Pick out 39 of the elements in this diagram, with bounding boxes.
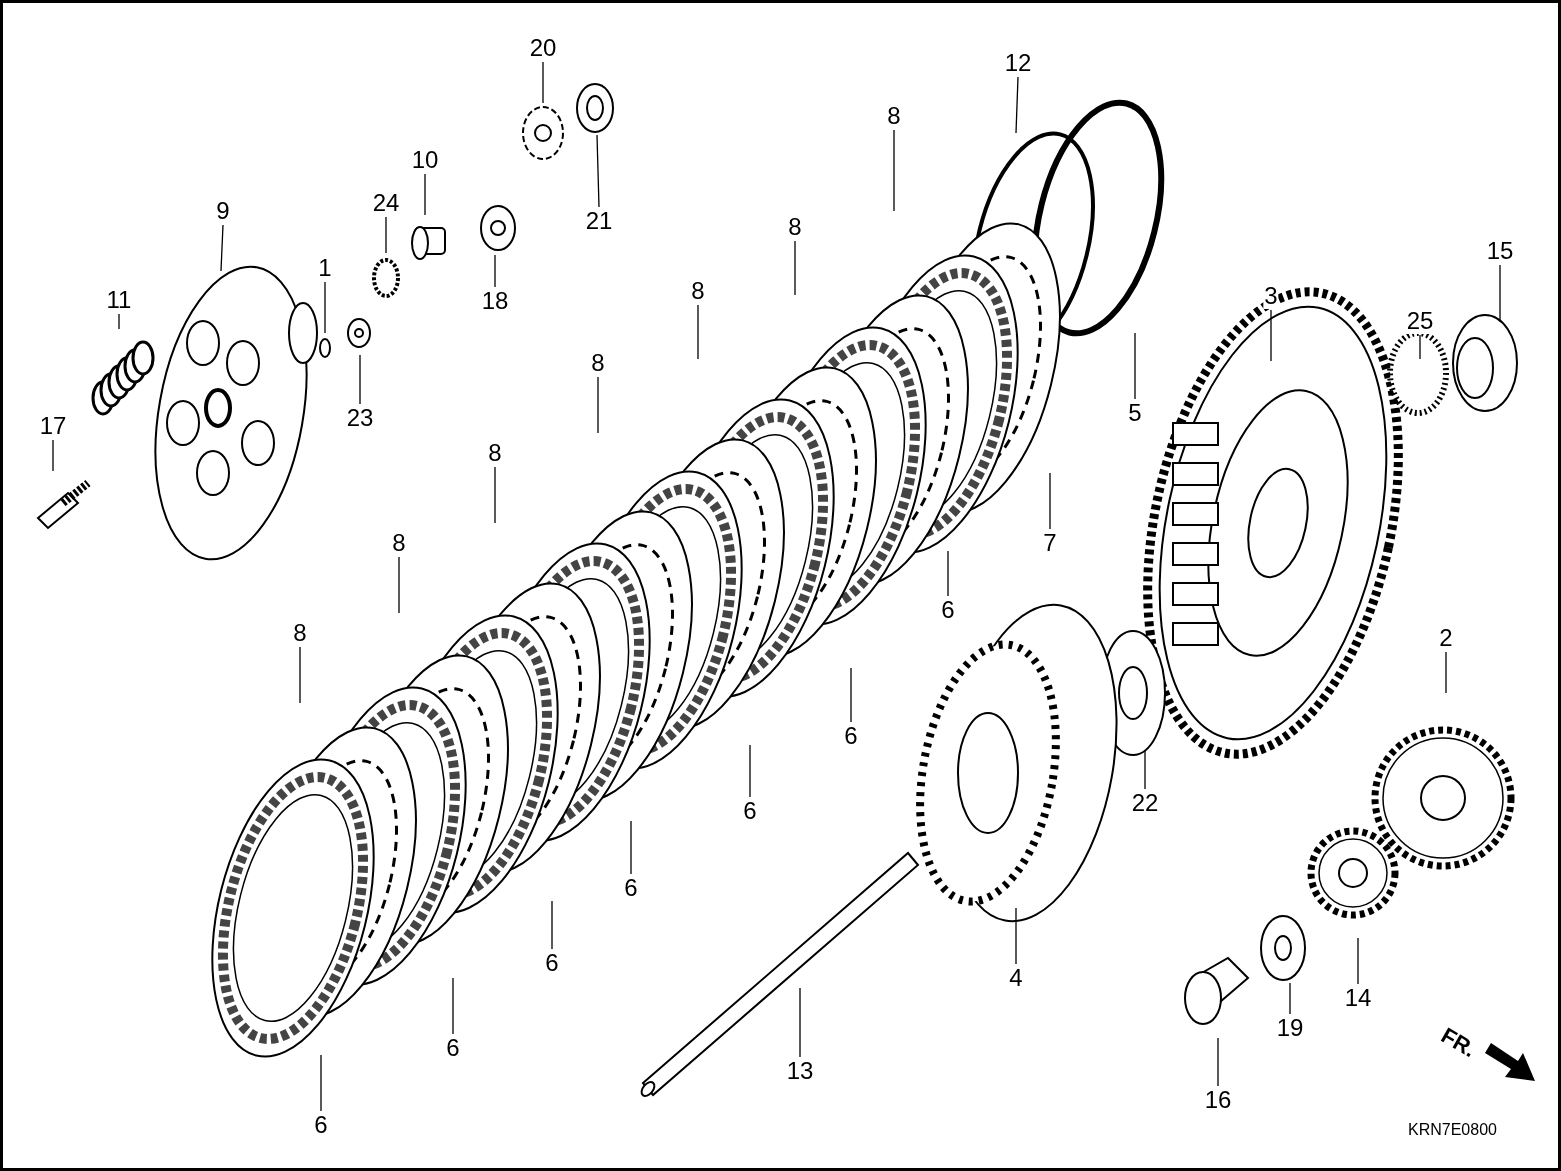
leader-line [850, 667, 852, 723]
leader-line [1270, 309, 1272, 362]
leader-line [1134, 332, 1136, 400]
leader-line [1015, 76, 1019, 134]
leader-line [697, 304, 699, 360]
leader-line [494, 466, 496, 524]
leader-line [630, 820, 632, 875]
leader-line [794, 240, 796, 296]
leader-line [596, 134, 600, 208]
leader-line [299, 646, 301, 704]
leader-line [1357, 937, 1359, 985]
leader-line [220, 224, 224, 272]
leader-line [359, 354, 361, 405]
leader-line [1217, 1037, 1219, 1087]
leader-line [749, 744, 751, 798]
diagram-code: KRN7E0800 [1408, 1121, 1497, 1139]
leader-line [118, 313, 120, 330]
leader-line [1445, 651, 1447, 694]
leader-line [452, 977, 454, 1035]
leader-line [893, 129, 895, 212]
leader-line [494, 254, 496, 288]
leader-line [1289, 982, 1291, 1015]
leader-line [551, 900, 553, 950]
leader-line [424, 173, 426, 216]
leader-line [542, 61, 544, 104]
leader-line [398, 556, 400, 614]
leader-line [947, 550, 949, 597]
leader-line [1049, 472, 1051, 530]
leader-line [1144, 750, 1146, 790]
leader-line [799, 987, 801, 1058]
leader-line [1419, 334, 1421, 360]
leader-line [1499, 264, 1501, 322]
leader-line [385, 216, 387, 254]
leader-line [1015, 907, 1017, 965]
leader-line [597, 376, 599, 434]
leader-line [320, 1054, 322, 1112]
leader-line [324, 281, 326, 334]
direction-label: FR. [1436, 1022, 1481, 1063]
leader-line [52, 439, 54, 472]
